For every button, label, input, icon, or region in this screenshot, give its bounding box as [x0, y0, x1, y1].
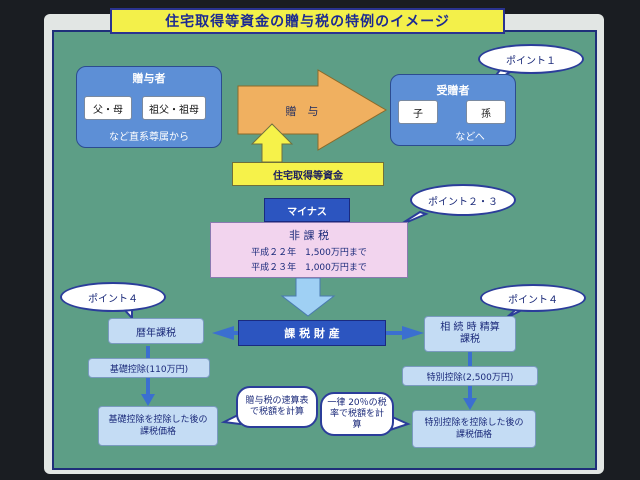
settlement-result-box: 特別控除を控除した後の課税価格 — [412, 410, 536, 448]
receiver-heading: 受贈者 — [436, 84, 470, 97]
nontax-line1: 平成２２年 1,500万円まで — [251, 248, 367, 258]
taxable-property-box: 課 税 財 産 — [238, 320, 386, 346]
point1-callout: ポイント１ — [478, 44, 584, 74]
annual-calc-bubble: 贈与税の速算表で税額を計算 — [236, 386, 318, 428]
annual-result-box: 基礎控除を控除した後の課税価格 — [98, 406, 218, 446]
receiver-note: などへ — [455, 132, 485, 143]
annual-down-arrow — [141, 394, 155, 406]
to-settlement-arrow — [402, 326, 424, 340]
nontax-line2: 平成２３年 1,000万円まで — [251, 263, 367, 273]
giver-note: など直系尊属から — [109, 132, 189, 143]
point23-callout: ポイント２・３ — [410, 184, 516, 216]
settlement-down-arrow — [463, 398, 477, 410]
point4-left-callout: ポイント４ — [60, 282, 166, 312]
receiver-child: 子 — [398, 100, 438, 124]
point4-right-callout: ポイント４ — [480, 284, 586, 312]
settlement-calc-bubble: 一律 20％の税率で税額を計算 — [320, 392, 394, 436]
giver-parents: 父・母 — [84, 96, 132, 120]
basic-deduction-box: 基礎控除(110万円) — [88, 358, 210, 378]
to-annual-arrow — [212, 326, 234, 340]
diagram-title: 住宅取得等資金の贈与税の特例のイメージ — [110, 8, 505, 34]
special-deduction-box: 特別控除(2,500万円) — [402, 366, 538, 386]
nontax-box: 非 課 税 平成２２年 1,500万円まで 平成２３年 1,000万円まで — [210, 222, 408, 278]
taxable-down-arrow — [280, 277, 336, 317]
gift-label: 贈 与 — [285, 105, 319, 118]
giver-grandparents: 祖父・祖母 — [142, 96, 206, 120]
housing-up-arrow — [250, 123, 294, 163]
minus-label: マイナス — [264, 198, 350, 222]
giver-heading: 贈与者 — [132, 72, 166, 85]
nontax-heading: 非 課 税 — [289, 229, 329, 242]
annual-taxation-box: 暦年課税 — [108, 318, 204, 344]
housing-funds-box: 住宅取得等資金 — [232, 162, 384, 186]
receiver-grandchild: 孫 — [466, 100, 506, 124]
settlement-taxation-box: 相 続 時 精算課税 — [424, 316, 516, 352]
